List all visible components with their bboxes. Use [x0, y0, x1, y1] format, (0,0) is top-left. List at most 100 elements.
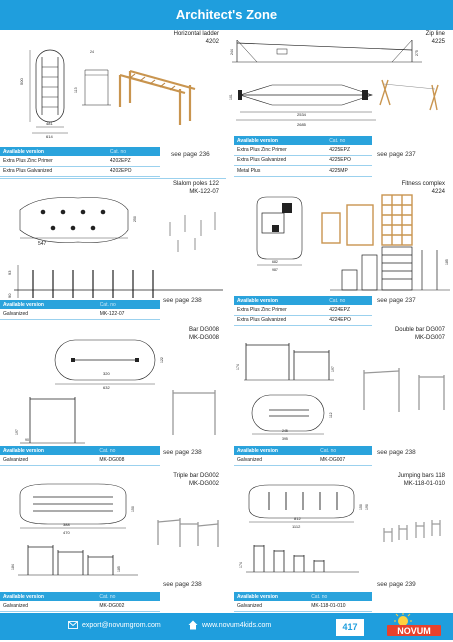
jumping-bars-drawing: 812 1112 150 190 174: [239, 484, 441, 573]
table-header-catno: Cat. no: [96, 592, 160, 601]
table-header-catno: Cat. no: [96, 300, 160, 309]
product-name: Jumping bars 118: [397, 473, 445, 479]
product-name: Zip line: [425, 31, 445, 37]
product-title-double-bar-dg007: Double bar DG007 MK-DG007: [395, 327, 445, 342]
product-name: Horizontal ladder: [173, 31, 219, 37]
section-divider: [0, 178, 226, 179]
product-code: 4202: [205, 38, 219, 45]
table-cell: Extra Plus Galvanized: [234, 155, 327, 166]
dim-ladder-length: 500: [19, 78, 24, 85]
see-page-link[interactable]: see page 238: [163, 297, 202, 304]
page-number: 417: [336, 619, 364, 636]
novum-logo: NOVUM: [385, 613, 443, 637]
product-code: MK-122-07: [189, 188, 219, 195]
table-header-version: Available version: [0, 147, 107, 156]
table-cell: Extra Plus Zinc Primer: [234, 145, 327, 156]
table-header-catno: Cat. no: [308, 592, 372, 601]
product-title-zip-line: Zip line 4225: [426, 31, 445, 46]
table-cell: MK-122-07: [96, 309, 160, 320]
dim-fitness-zone: 987: [272, 268, 278, 272]
dim-dg007-height: 174: [236, 364, 240, 370]
dim-dg002-low-height: 185: [117, 566, 121, 572]
table-cell: 4202EPZ: [106, 156, 160, 167]
dim-jump-zone: 1112: [292, 524, 301, 529]
horizontal-ladder-drawing: 500 481 614 24 113: [19, 49, 196, 139]
dim-jump-length: 812: [294, 516, 301, 521]
see-page-link[interactable]: see page 238: [163, 449, 202, 456]
dim-zip-height-right: 275: [415, 50, 419, 56]
table-header-catno: Cat. no: [326, 296, 372, 305]
table-cell: 4224EPO: [326, 315, 372, 326]
see-page-link[interactable]: see page 236: [171, 151, 210, 158]
dim-dg007-zone: 395: [282, 437, 288, 441]
table-cell: MK-DG008: [96, 455, 160, 466]
home-icon: [188, 620, 198, 630]
table-cell: Galvanized: [234, 455, 318, 466]
product-title-triple-bar-dg002: Triple bar DG002 MK-DG002: [173, 473, 219, 488]
table-header-catno: Cat. no: [326, 136, 372, 145]
see-page-link[interactable]: see page 237: [377, 151, 416, 158]
product-code: 4224: [431, 188, 445, 195]
dim-dg002-length: 388: [63, 522, 70, 527]
table-header-version: Available version: [0, 592, 97, 601]
see-page-link[interactable]: see page 237: [377, 297, 416, 304]
table-header-catno: Cat. no: [96, 446, 160, 455]
dim-dg007-total-height: 197: [331, 366, 335, 372]
footer-website-link[interactable]: www.novum4kids.com: [202, 622, 272, 629]
table-cell: 4225MP: [326, 165, 372, 177]
triple-bar-dg002-drawing: 388 470 150 184 185: [11, 483, 219, 576]
product-code: MK-DG002: [188, 480, 219, 487]
see-page-link[interactable]: see page 238: [377, 449, 416, 456]
page-title: Architect's Zone: [175, 7, 278, 22]
table-cell: 4225EPZ: [326, 145, 372, 156]
dim-slalom-depth: 93: [7, 270, 12, 275]
table-cell: 4225EPO: [326, 155, 372, 166]
product-code: MK-118-01-010: [403, 480, 445, 487]
dim-dg002-height: 184: [11, 564, 15, 570]
table-header-catno: Cat. no: [106, 147, 160, 156]
table-header-version: Available version: [0, 300, 97, 309]
table-cell: 4202EPO: [106, 166, 160, 177]
table-cell: Extra Plus Zinc Primer: [0, 156, 107, 167]
dim-ladder-top: 24: [90, 50, 94, 54]
see-page-link[interactable]: see page 239: [377, 581, 416, 588]
see-page-link[interactable]: see page 238: [163, 581, 202, 588]
product-code: MK-DG008: [188, 334, 219, 341]
table-cell: Galvanized: [0, 601, 97, 612]
dim-jump-width: 150: [359, 504, 363, 510]
product-code: 4225: [431, 38, 445, 45]
dim-zip-width: 101: [229, 94, 233, 100]
dim-dg008-length: 320: [103, 371, 110, 376]
email-icon: [68, 621, 78, 629]
dim-dg008-width: 122: [160, 357, 164, 363]
dim-jump-height: 174: [239, 562, 243, 568]
product-title-bar-dg008: Bar DG008 MK-DG008: [189, 327, 219, 342]
product-title-horizontal-ladder: Horizontal ladder 4202: [174, 31, 219, 46]
dim-slalom-length: 547: [38, 241, 47, 247]
dim-dg002-width: 150: [131, 506, 135, 512]
dim-jump-width-zone: 190: [365, 504, 369, 510]
dim-ladder-height: 113: [74, 87, 78, 93]
bar-dg008-drawing: 320 632 122 197 90: [15, 339, 216, 444]
table-header-version: Available version: [0, 446, 97, 455]
dim-slalom-height: 90: [7, 293, 12, 298]
table-cell: Extra Plus Zinc Primer: [234, 305, 327, 316]
footer-email-link[interactable]: export@novumgrom.com: [82, 622, 161, 629]
table-cell: Galvanized: [0, 309, 97, 320]
double-bar-dg007-drawing: 174 197 245 395 112: [236, 343, 445, 441]
dim-zip-height-left: 244: [230, 49, 234, 55]
